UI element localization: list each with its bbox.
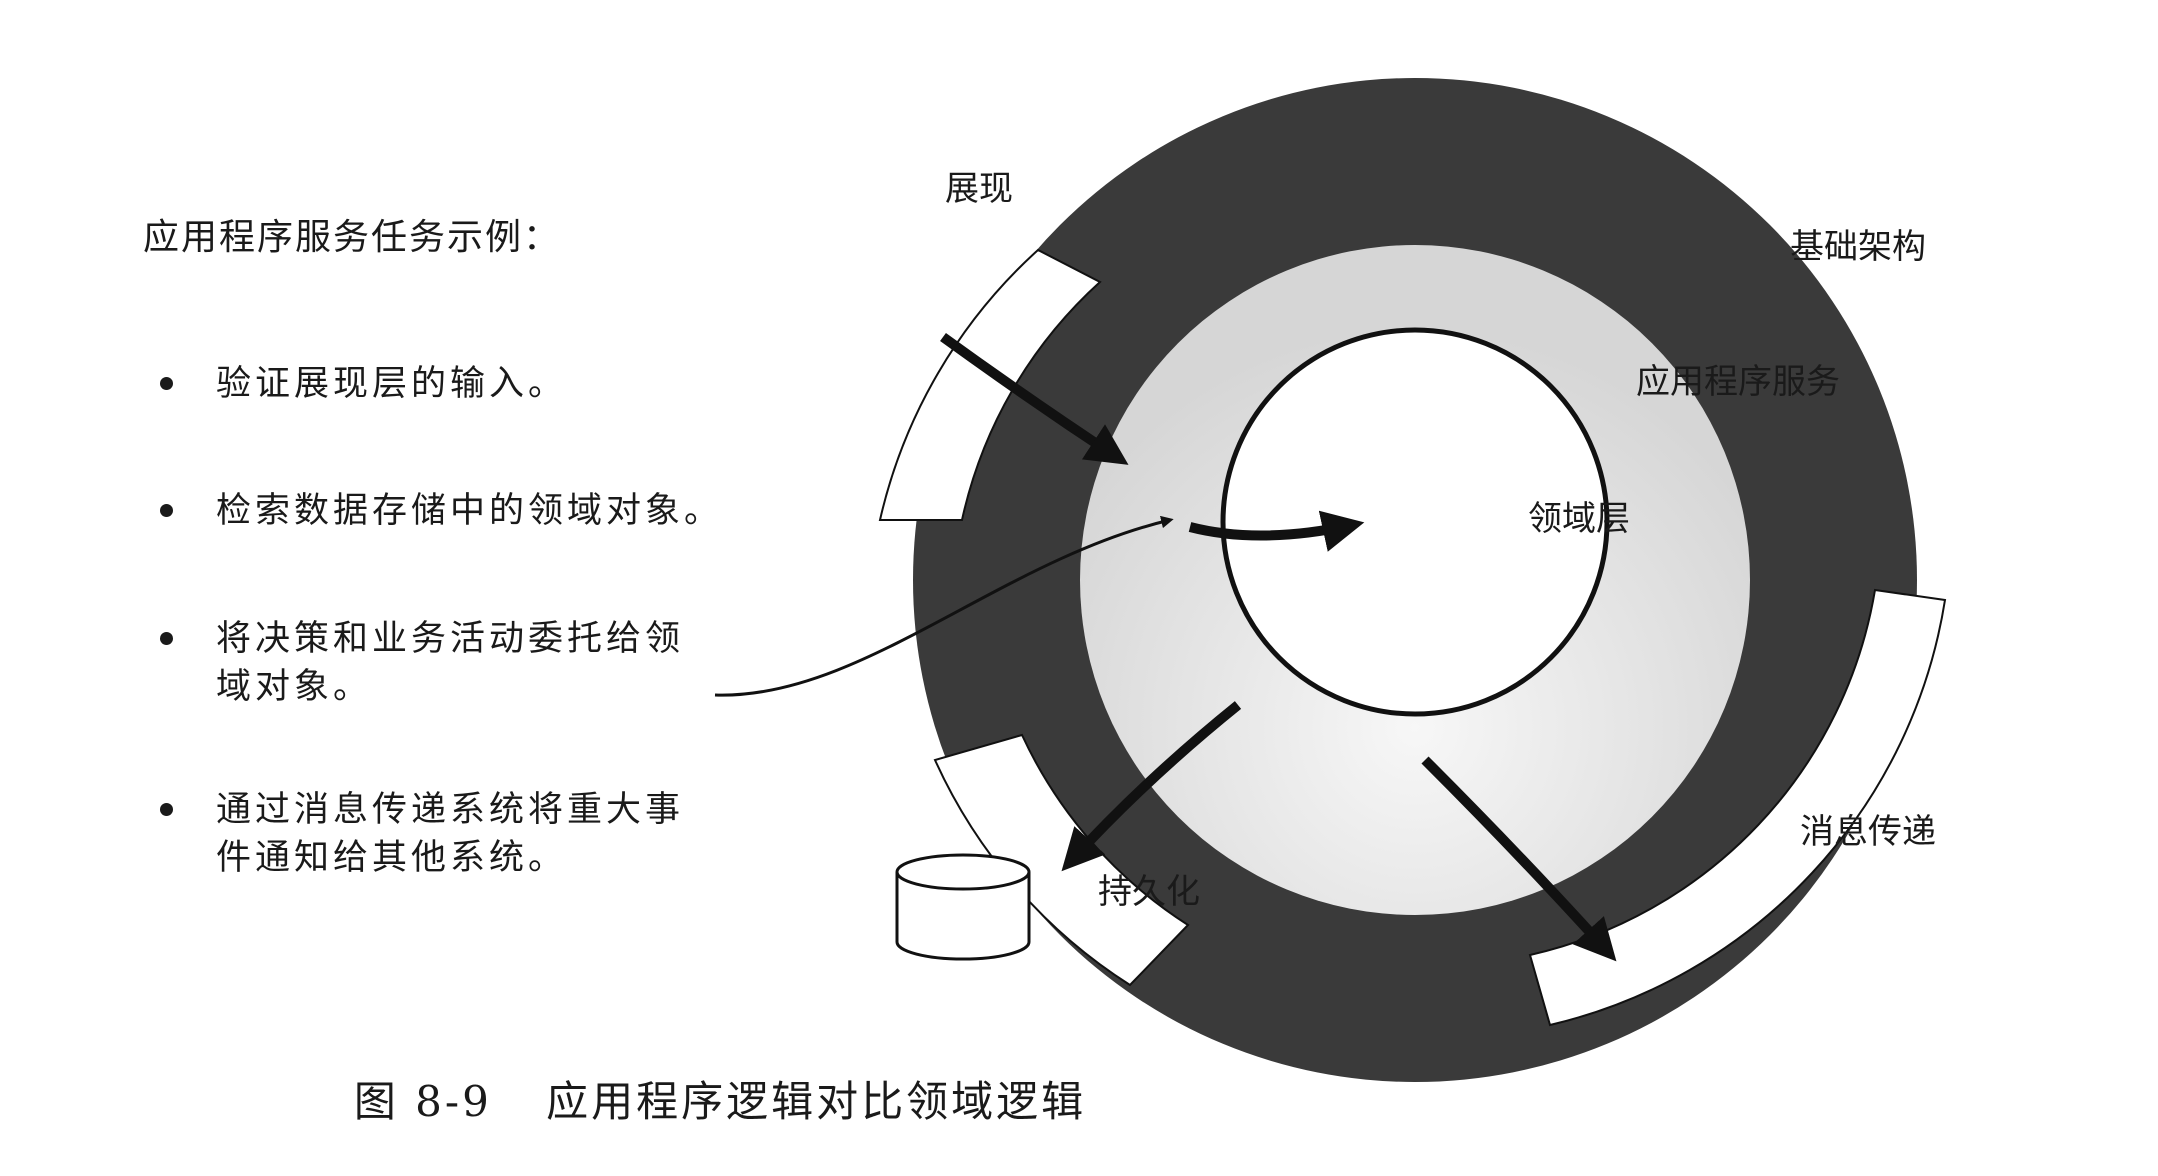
- messaging-label: 消息传递: [1800, 812, 1936, 852]
- application-to-domain-arrow: [1188, 510, 1365, 552]
- task-text: 通过消息传递系统将重大事 件通知给其他系统。: [216, 786, 856, 882]
- task-line: 验证展现层的输入。: [216, 364, 568, 404]
- domain-to-persistence-arrow: [1061, 701, 1242, 872]
- task-line: 通过消息传递系统将重大事: [216, 790, 685, 830]
- bullet-icon: [160, 504, 173, 517]
- domain-layer-circle: [1220, 327, 1610, 717]
- figure-caption: 图 8-9 应用程序逻辑对比领域逻辑: [0, 1068, 1440, 1129]
- domain-to-messaging-arrow: [1421, 756, 1617, 962]
- task-text: 检索数据存储中的领域对象。: [216, 487, 856, 535]
- task-line: 将决策和业务活动委托给领: [216, 619, 685, 659]
- presentation-label: 展现: [945, 169, 1013, 209]
- task-line-continued: 件通知给其他系统。: [216, 838, 568, 878]
- bullet-icon: [160, 632, 173, 645]
- task-line: 检索数据存储中的领域对象。: [216, 491, 724, 531]
- delegation-callout-arrow: [714, 515, 1174, 697]
- bullet-icon: [160, 803, 173, 816]
- task-panel-title: 应用程序服务任务示例：: [143, 217, 562, 258]
- messaging-adapter: [1528, 588, 1947, 1027]
- figure-title: 应用程序逻辑对比领域逻辑: [546, 1077, 1087, 1126]
- application-services-label: 应用程序服务: [1636, 362, 1840, 402]
- task-text: 验证展现层的输入。: [216, 360, 856, 408]
- infrastructure-label: 基础架构: [1790, 227, 1926, 267]
- task-line-continued: 域对象。: [216, 667, 373, 707]
- domain-layer-label: 领域层: [1528, 499, 1630, 539]
- database-cylinder-icon: [895, 853, 1031, 961]
- task-text: 将决策和业务活动委托给领 域对象。: [216, 615, 856, 711]
- presentation-adapter: [878, 248, 1102, 521]
- bullet-icon: [160, 377, 173, 390]
- presentation-to-application-arrow: [940, 332, 1129, 465]
- persistence-label: 持久化: [1098, 872, 1200, 912]
- figure-number: 图 8-9: [353, 1077, 492, 1126]
